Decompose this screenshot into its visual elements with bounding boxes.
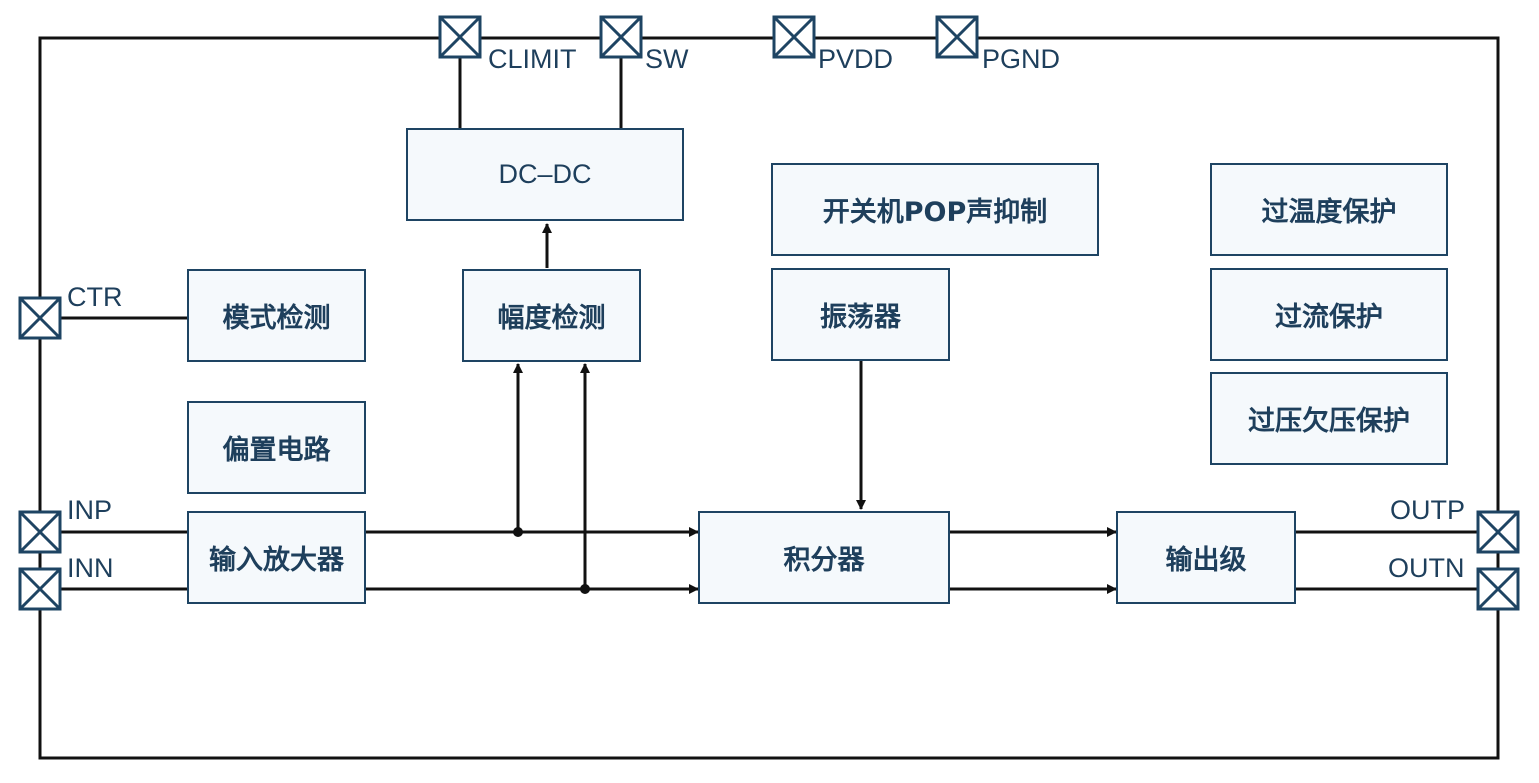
junction-n [580,584,590,594]
block-integrator-label: 积分器 [783,545,865,576]
block-bias-label: 偏置电路 [222,435,331,466]
block-overcurrent: 过流保护 [1210,268,1448,361]
block-overunder-voltage-label: 过压欠压保护 [1248,406,1410,437]
junction-p [513,527,523,537]
block-mode-detect: 模式检测 [187,269,366,362]
block-pop-suppression-label: 开关机POP声抑制 [822,197,1048,228]
block-dcdc-label: DC–DC [498,159,592,189]
pin-label-climit: CLIMIT [488,44,577,74]
block-amp-detect-label: 幅度检测 [497,303,606,334]
pin-label-pvdd: PVDD [818,44,894,74]
pad-climit [438,15,482,59]
chip-outline [38,36,1500,760]
pin-label-inn: INN [67,553,114,583]
block-output-stage-label: 输出级 [1165,545,1247,576]
pin-label-inp: INP [67,495,113,525]
pin-label-outn: OUTN [1388,553,1465,583]
block-oscillator-label: 振荡器 [820,302,901,333]
block-mode-detect-label: 模式检测 [222,303,331,334]
block-input-amp-label: 输入放大器 [209,545,344,576]
block-overcurrent-label: 过流保护 [1275,302,1383,333]
block-pop-suppression: 开关机POP声抑制 [771,163,1099,256]
pad-pvdd [772,15,816,59]
pin-label-pgnd: PGND [982,44,1061,74]
pad-inn [18,567,62,611]
block-dcdc: DC–DC [406,128,684,221]
pin-label-ctr: CTR [67,282,123,312]
block-oscillator: 振荡器 [771,268,950,361]
pad-ctr [18,296,62,340]
pad-pgnd [935,15,979,59]
pad-outn [1476,567,1520,611]
pin-label-sw: SW [645,44,689,74]
pad-outp [1476,510,1520,554]
block-input-amp: 输入放大器 [187,511,366,604]
block-amp-detect: 幅度检测 [462,269,641,362]
block-overtemp: 过温度保护 [1210,163,1448,256]
block-overunder-voltage: 过压欠压保护 [1210,372,1448,465]
block-bias: 偏置电路 [187,401,366,494]
pin-label-outp: OUTP [1390,495,1466,525]
block-integrator: 积分器 [698,511,950,604]
pad-sw [599,15,643,59]
pad-inp [18,510,62,554]
block-output-stage: 输出级 [1116,511,1296,604]
block-overtemp-label: 过温度保护 [1261,197,1397,228]
